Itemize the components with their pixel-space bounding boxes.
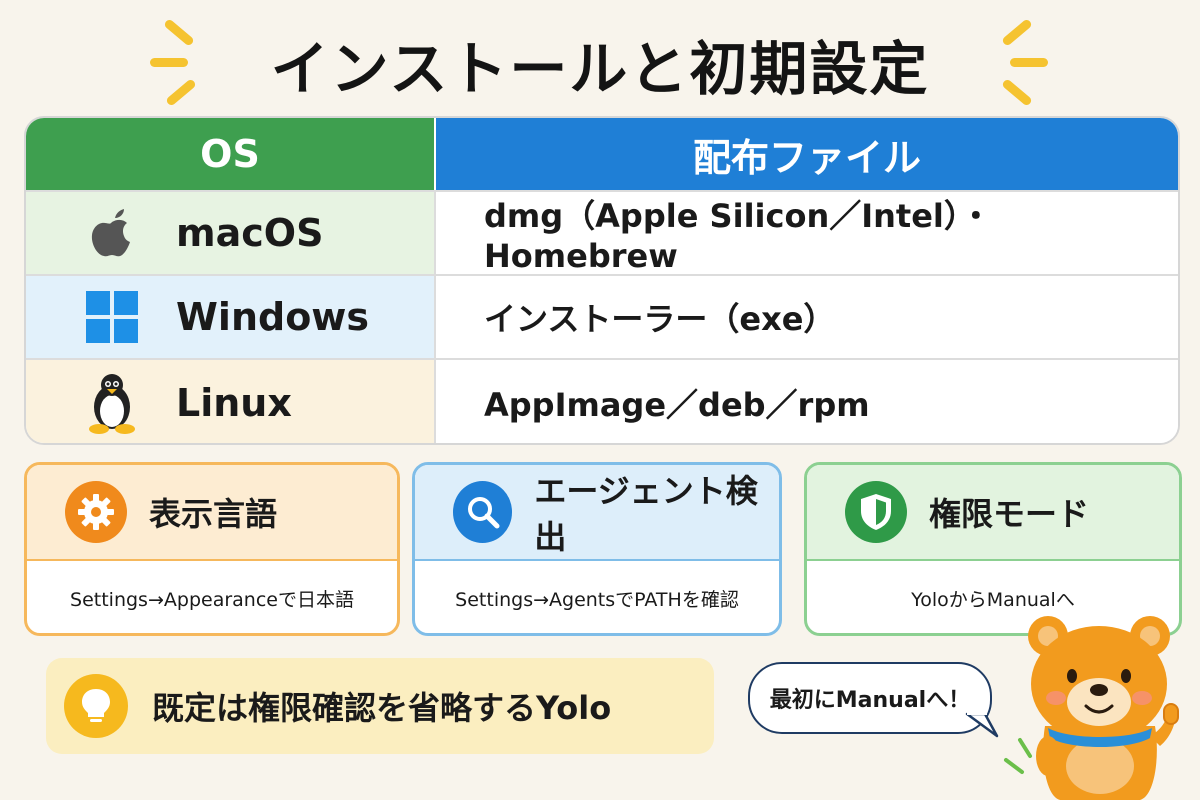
sparkle-decoration: [150, 58, 188, 67]
card-description: Settings→AgentsでPATHを確認: [415, 559, 779, 633]
card-title: 権限モード: [929, 495, 1090, 533]
os-name: Linux: [176, 380, 292, 425]
table-row-windows: Windows インストーラー（exe）: [26, 274, 1178, 358]
table-header-file: 配布ファイル: [436, 118, 1178, 190]
bear-mascot-icon: [1004, 616, 1179, 800]
apple-icon: [82, 203, 142, 263]
default-note: 既定は権限確認を省略するYolo: [46, 658, 714, 754]
card-description: YoloからManualへ: [807, 559, 1179, 633]
speech-bubble: 最初にManualへ！: [748, 662, 992, 734]
shield-icon: [845, 481, 907, 543]
card-agent-detection: エージェント検出 Settings→AgentsでPATHを確認: [412, 462, 782, 636]
linux-penguin-icon: [82, 373, 142, 434]
card-permission-mode: 権限モード YoloからManualへ: [804, 462, 1182, 636]
sparkle-decoration: [1010, 58, 1048, 67]
lightbulb-icon: [64, 674, 128, 738]
file-text: dmg（Apple Silicon／Intel）・Homebrew: [484, 197, 992, 275]
distribution-table: OS 配布ファイル macOS dmg（Apple Silicon／Intel）…: [24, 116, 1180, 445]
os-name: macOS: [176, 211, 324, 255]
table-header-os: OS: [26, 118, 434, 190]
note-text: 既定は権限確認を省略するYolo: [152, 689, 612, 727]
card-title: 表示言語: [149, 495, 278, 533]
file-text: インストーラー（exe）: [484, 300, 836, 338]
card-title: エージェント検出: [534, 472, 758, 556]
gear-icon: [65, 481, 127, 543]
windows-icon: [82, 287, 142, 347]
card-display-language: 表示言語 Settings→Appearanceで日本語: [24, 462, 400, 636]
os-name: Windows: [176, 295, 370, 339]
bubble-tail: [965, 712, 999, 738]
table-row-linux: Linux AppImage／deb／rpm: [26, 358, 1178, 443]
card-description: Settings→Appearanceで日本語: [27, 559, 397, 633]
file-text: AppImage／deb／rpm: [484, 385, 870, 424]
page-title: インストールと初期設定: [270, 35, 930, 103]
table-row-macos: macOS dmg（Apple Silicon／Intel）・Homebrew: [26, 190, 1178, 275]
search-icon: [453, 481, 513, 543]
